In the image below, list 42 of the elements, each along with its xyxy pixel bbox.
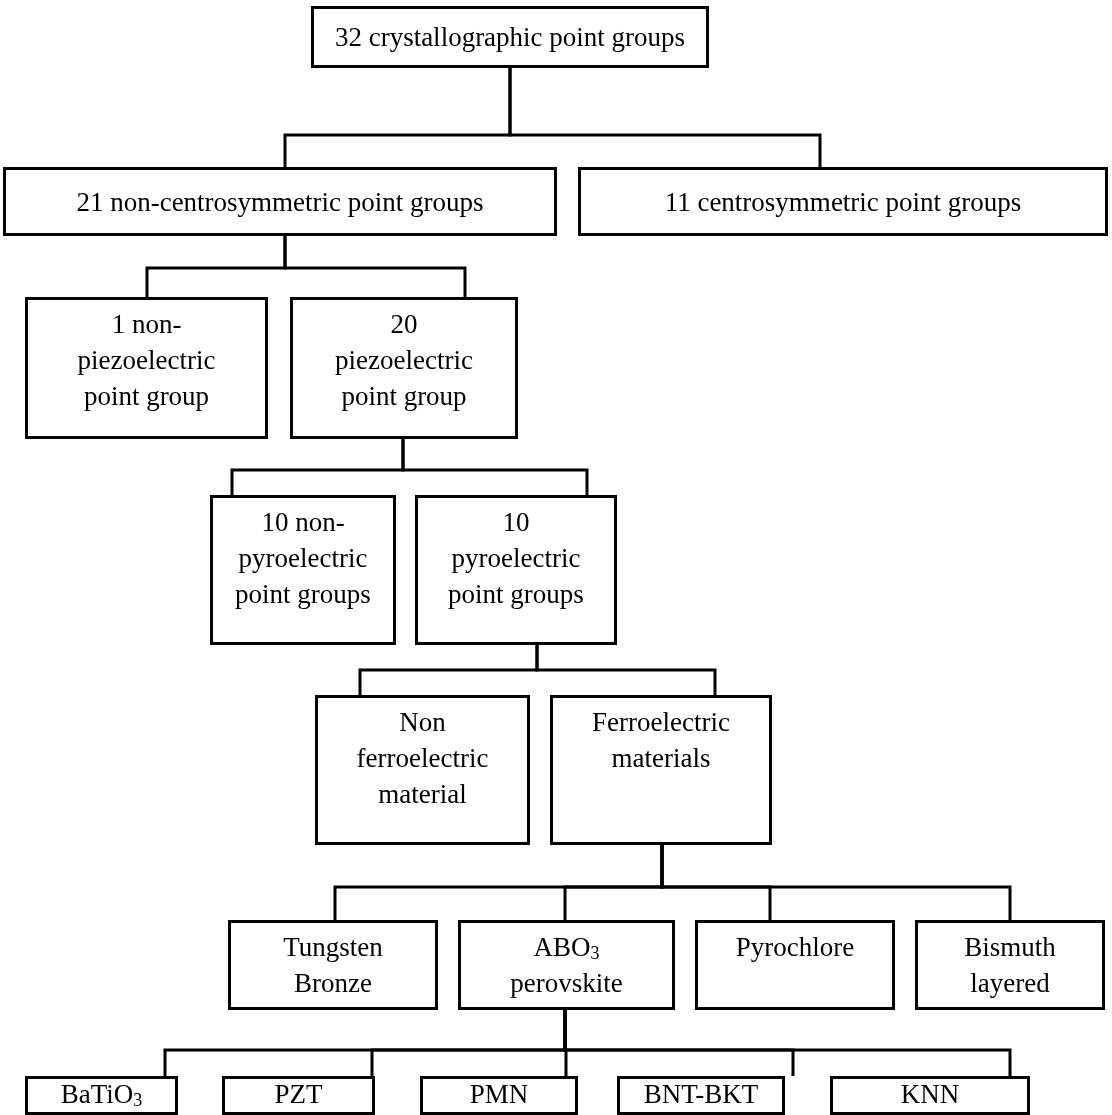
- category-box: [25, 297, 268, 439]
- category-box: [315, 695, 530, 845]
- category-box: [222, 1076, 375, 1115]
- category-label: 10 non-pyroelectric point groups: [235, 506, 371, 611]
- category-label: Bismuth layered: [963, 931, 1057, 1000]
- category-box: [311, 6, 709, 68]
- category-box: [420, 1076, 578, 1115]
- connector-line: [563, 1010, 1012, 1076]
- category-box: [830, 1076, 1030, 1115]
- category-label: 10 pyroelectric point groups: [448, 506, 584, 611]
- category-label: ABO$_{3}$ perovskite: [509, 931, 624, 1000]
- category-box: [25, 1076, 178, 1115]
- category-label: 32 crystallographic point groups: [334, 21, 686, 54]
- connector-line: [401, 439, 589, 495]
- category-label: KNN: [900, 1078, 960, 1111]
- category-label: Pyrochlore: [735, 931, 855, 964]
- connector-line: [283, 236, 467, 297]
- category-label: Non ferroelectric material: [355, 706, 490, 811]
- category-box: [695, 920, 895, 1010]
- connector-line: [508, 68, 822, 167]
- category-box: [210, 495, 396, 645]
- category-label: 20 piezoelectric point group: [334, 308, 474, 413]
- category-label: 21 non-centrosymmetric point groups: [76, 185, 484, 219]
- category-box: [458, 920, 675, 1010]
- category-box: [228, 920, 438, 1010]
- category-label: PMN: [469, 1078, 529, 1111]
- category-box: [415, 495, 617, 645]
- connector-line: [660, 845, 1012, 920]
- category-label: 1 non-piezoelectric point group: [76, 308, 217, 413]
- category-label: PZT: [274, 1078, 323, 1111]
- category-label: Ferroelectric materials: [591, 706, 731, 775]
- category-box: [578, 167, 1108, 236]
- category-label: BaTiO$_{3}$: [60, 1078, 143, 1112]
- category-box: [915, 920, 1105, 1010]
- category-label: BNT-BKT: [643, 1078, 759, 1111]
- category-box: [550, 695, 772, 845]
- category-label: 11 centrosymmetric point groups: [664, 185, 1022, 219]
- connector-line: [535, 645, 717, 695]
- category-box: [3, 167, 557, 236]
- category-label: Tungsten Bronze: [282, 931, 384, 1000]
- category-box: [617, 1076, 785, 1115]
- category-box: [290, 297, 518, 439]
